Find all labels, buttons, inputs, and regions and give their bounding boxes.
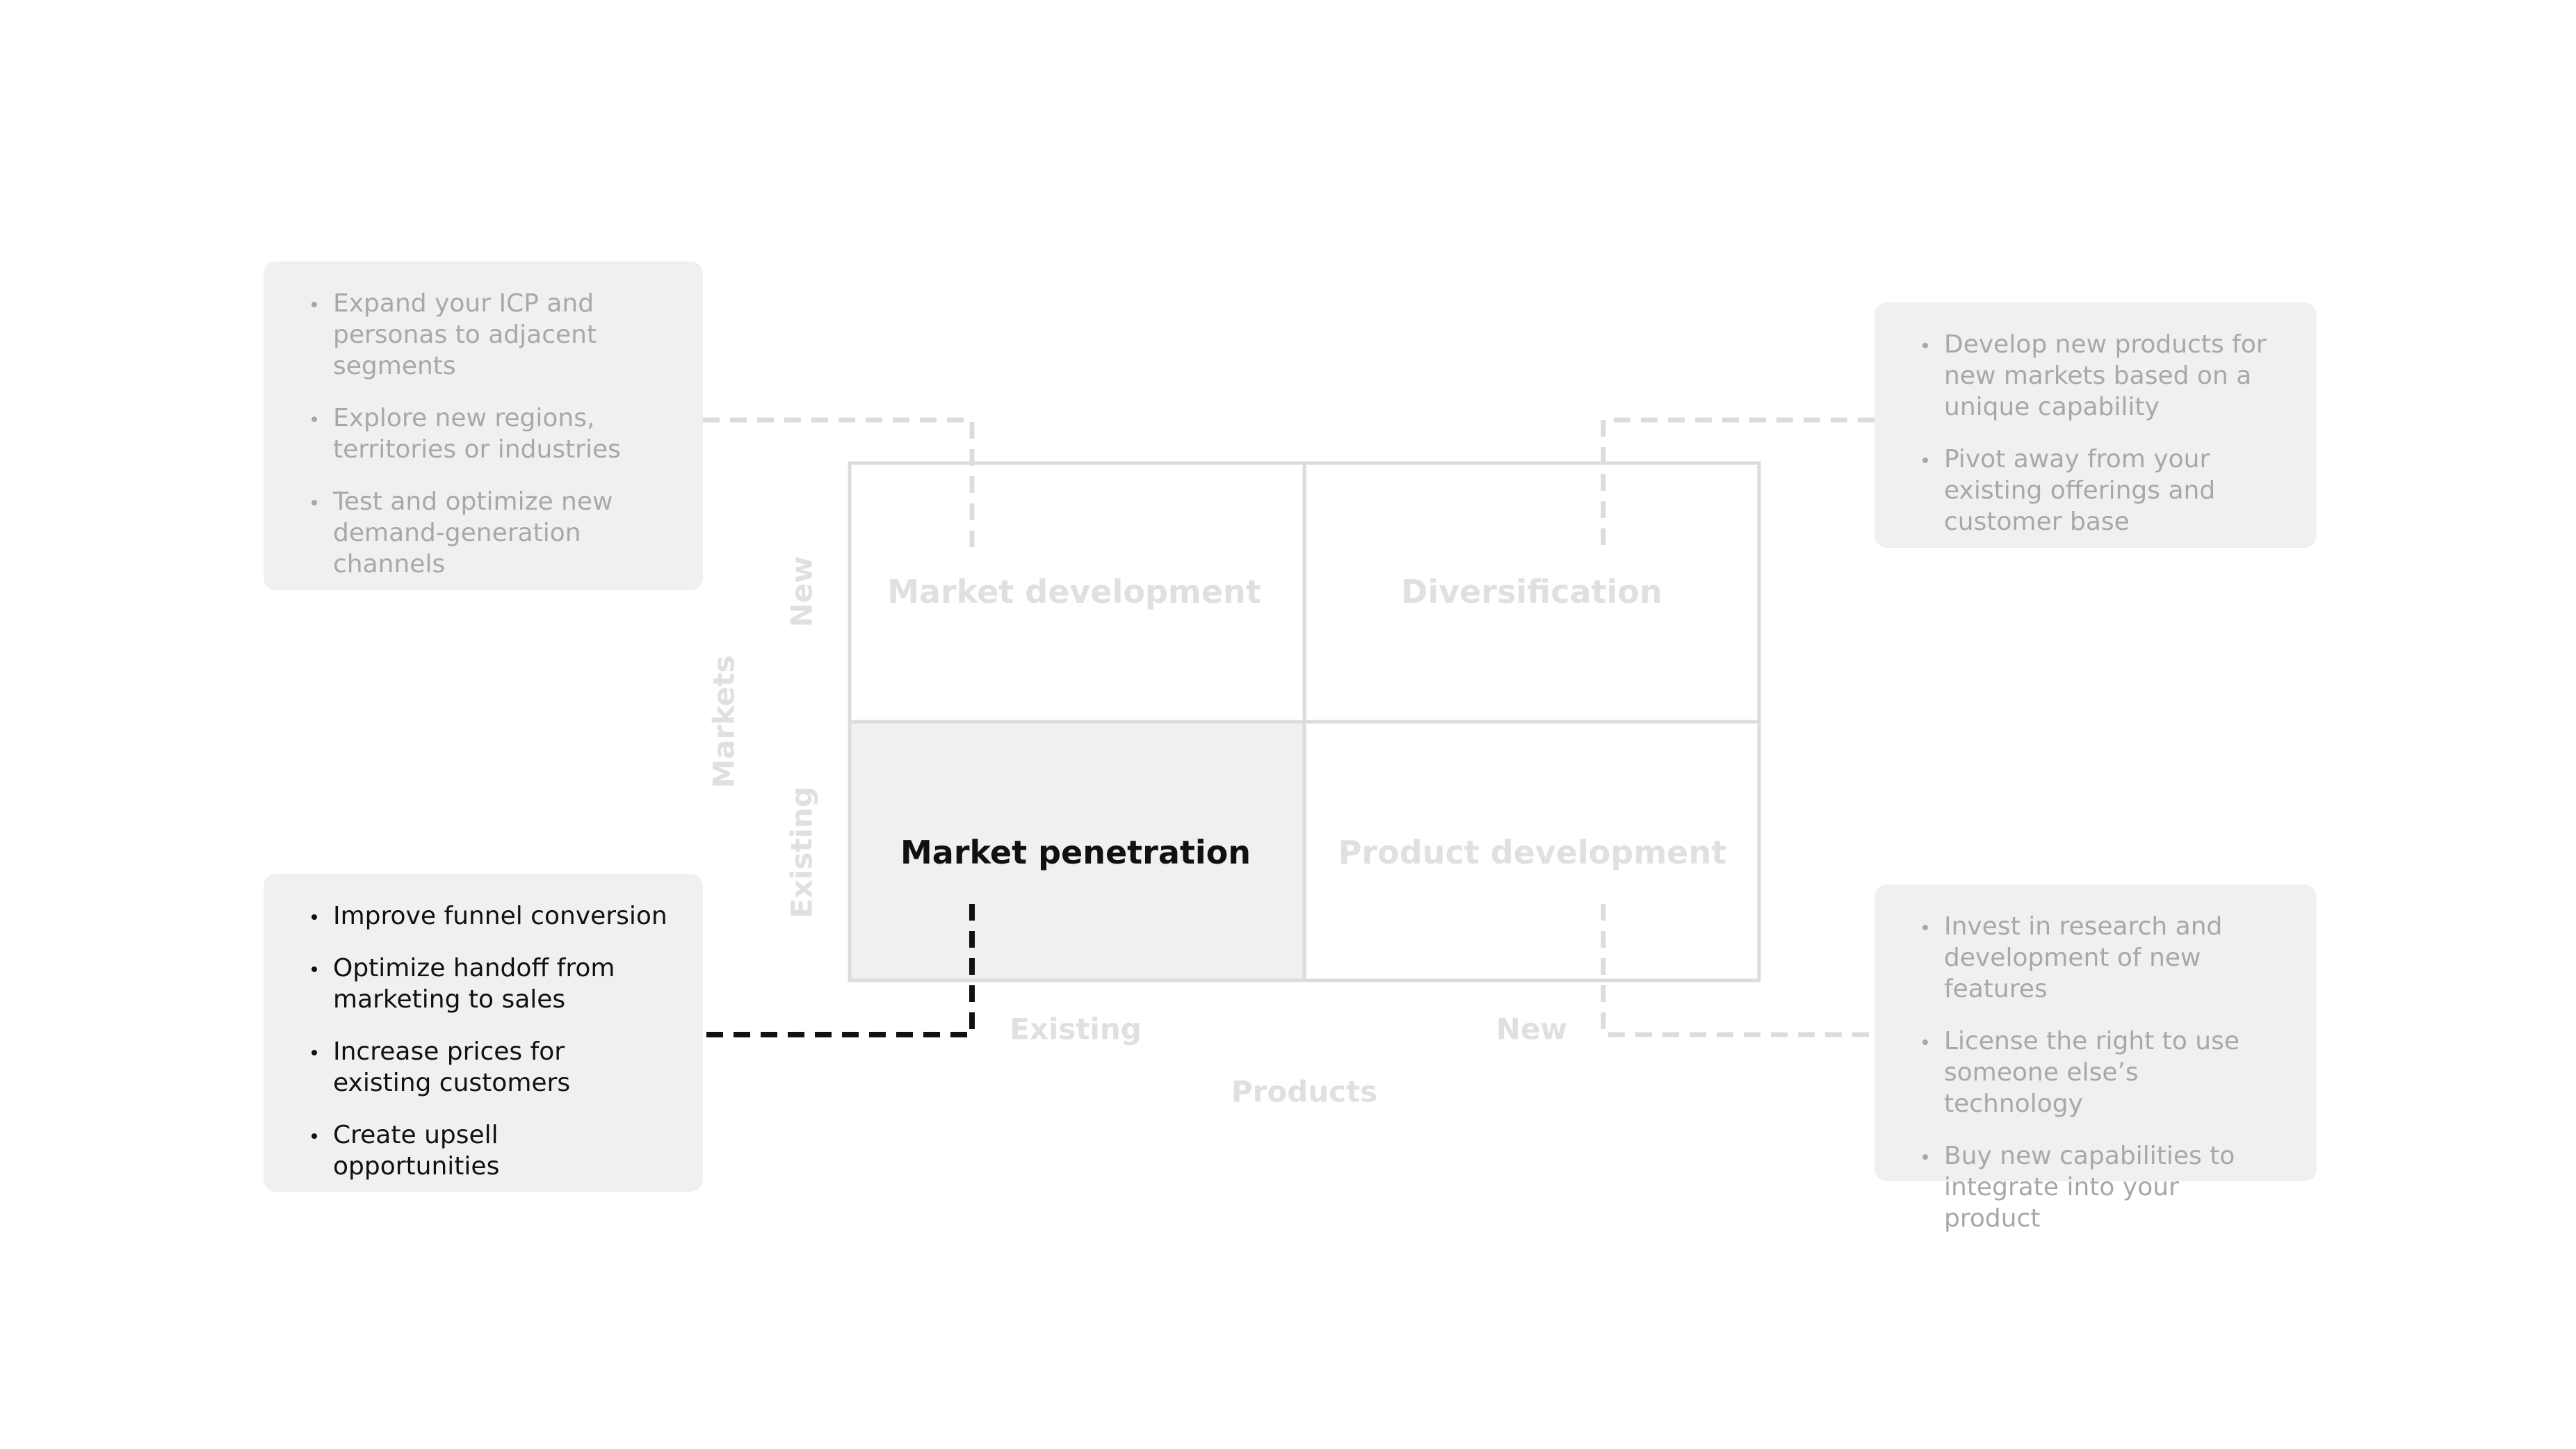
list-item: License the right to use someone else’s … xyxy=(1922,1026,2282,1119)
connector-market-development xyxy=(703,417,975,553)
card-product-development: Invest in research and development of ne… xyxy=(1874,884,2317,1233)
connector-diversification xyxy=(1601,417,1874,553)
quadrant-label-market-penetration: Market penetration xyxy=(900,834,1251,871)
connector-product-development xyxy=(1601,904,1874,1037)
list-item: Buy new capabilities to integrate into y… xyxy=(1922,1140,2282,1234)
list-item: Create upsell opportunities xyxy=(311,1119,668,1182)
x-axis-tick-new: New xyxy=(1496,1012,1568,1046)
list-item: Expand your ICP and personas to adjacent… xyxy=(311,288,668,382)
quadrant-label-product-development: Product development xyxy=(1338,834,1727,871)
x-axis-tick-existing: Existing xyxy=(1010,1012,1142,1046)
list-item: Invest in research and development of ne… xyxy=(1922,911,2282,1005)
y-axis-tick-existing: Existing xyxy=(784,786,819,918)
product-development-list: Invest in research and development of ne… xyxy=(1916,911,2282,1234)
y-axis-title: Markets xyxy=(706,655,741,788)
market-penetration-list: Improve funnel conversion Optimize hando… xyxy=(305,900,668,1182)
list-item: Test and optimize new demand-generation … xyxy=(311,486,668,580)
list-item: Explore new regions, territories or indu… xyxy=(311,403,668,465)
list-item: Improve funnel conversion xyxy=(311,902,667,930)
x-axis-title: Products xyxy=(1231,1074,1378,1109)
market-development-list: Expand your ICP and personas to adjacent… xyxy=(305,288,668,580)
connector-market-penetration xyxy=(703,904,975,1037)
diversification-list: Develop new products for new markets bas… xyxy=(1916,329,2282,537)
list-item: Pivot away from your existing offerings … xyxy=(1922,444,2282,537)
card-market-penetration: Improve funnel conversion Optimize hando… xyxy=(264,874,703,1192)
list-item: Develop new products for new markets bas… xyxy=(1922,329,2282,423)
y-axis-tick-new: New xyxy=(784,556,819,628)
list-item: Increase prices for existing customers xyxy=(311,1036,668,1099)
card-diversification: Develop new products for new markets bas… xyxy=(1874,302,2317,548)
market-penetration-cell xyxy=(850,722,1304,980)
list-item: Optimize handoff from marketing to sales xyxy=(311,953,668,1015)
card-market-development: Expand your ICP and personas to adjacent… xyxy=(264,261,703,590)
quadrant-label-diversification: Diversification xyxy=(1401,573,1662,610)
quadrant-label-market-development: Market development xyxy=(887,573,1261,610)
